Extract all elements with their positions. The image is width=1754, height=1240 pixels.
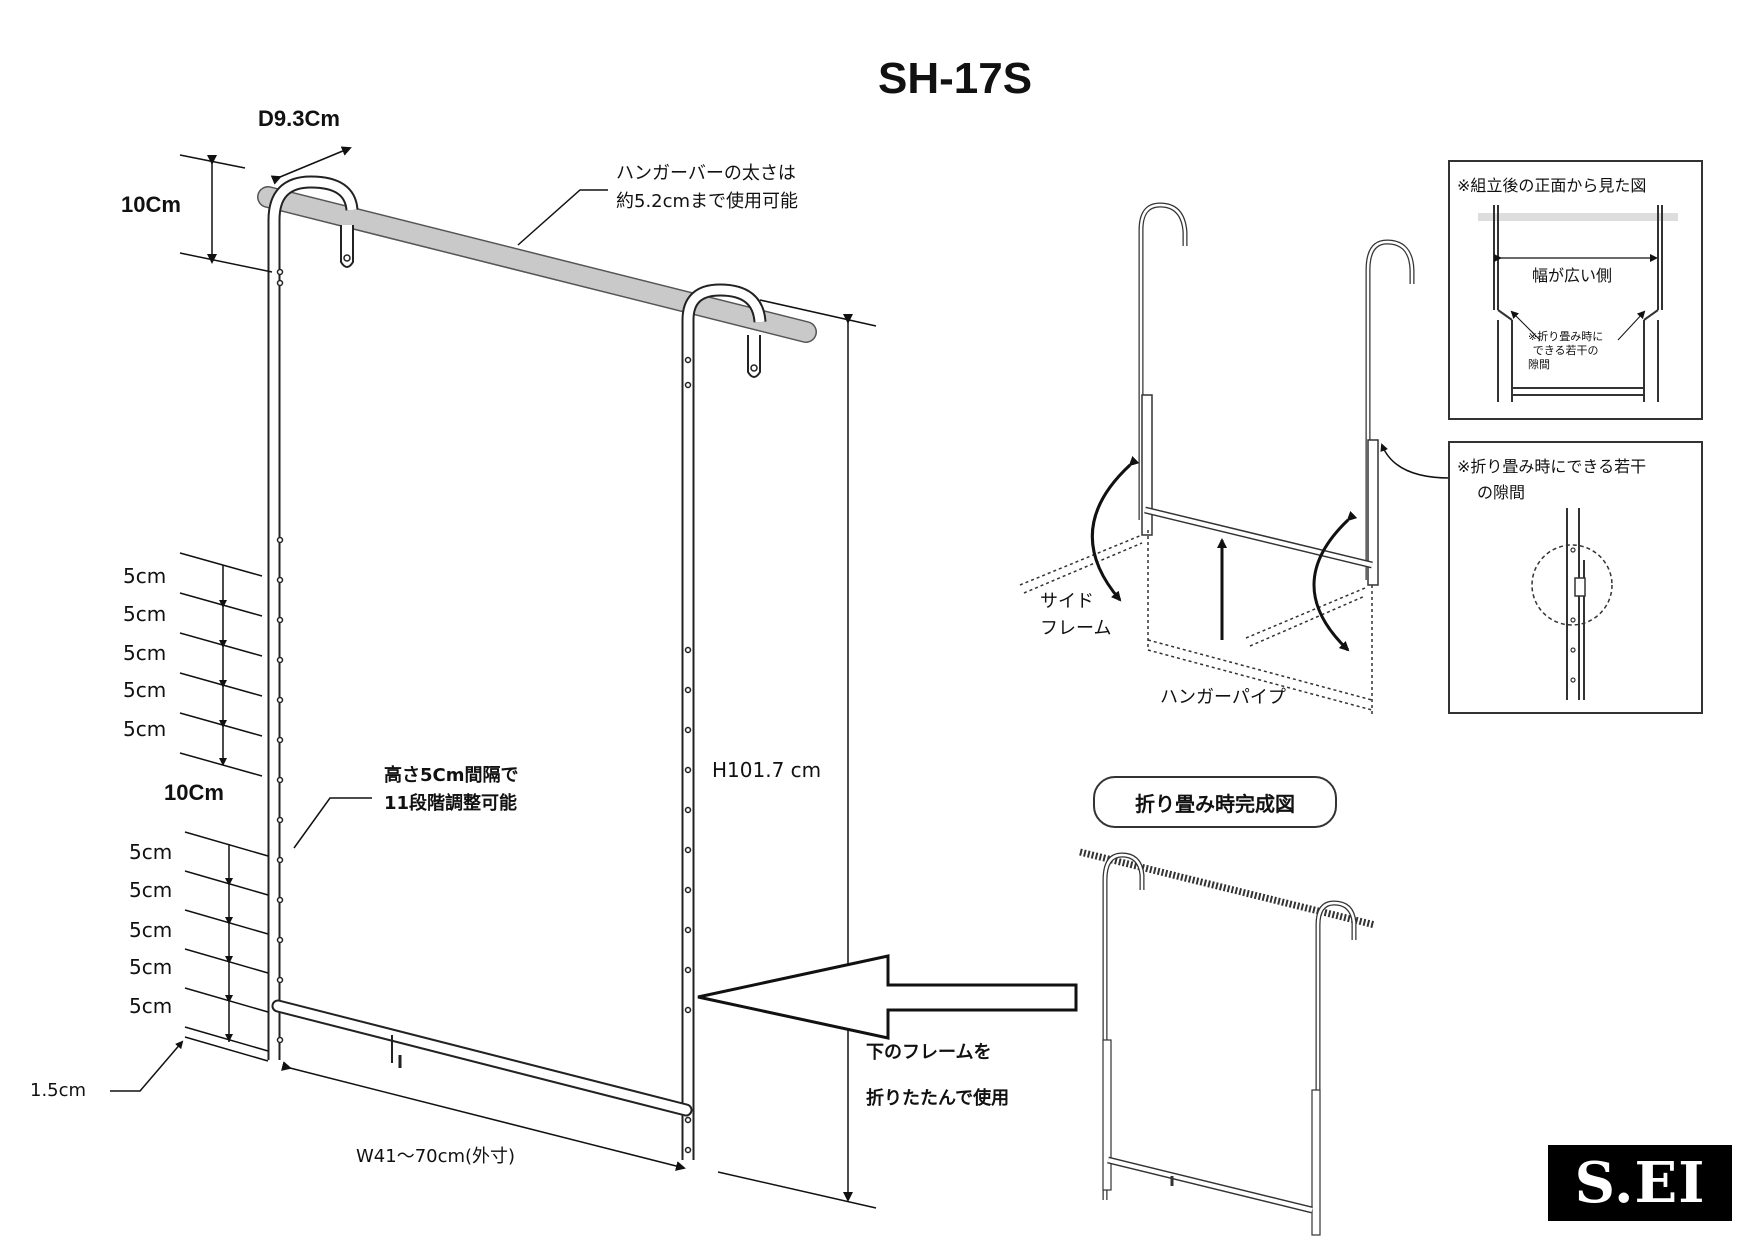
inset-gap-title-line-1: ※折り畳み時にできる若干 (1457, 457, 1647, 476)
inset-gap-frame (1448, 441, 1703, 714)
brand-logo: S.EI (1548, 1145, 1732, 1221)
bar-thickness-note: ハンガーバーの太さは 約5.2cmまで使用可能 (616, 160, 798, 216)
folded-view-badge: 折り畳み時完成図 (1093, 776, 1337, 828)
bottom-offset-label: 1.5cm (30, 1080, 87, 1101)
page-title: SH-17S (878, 54, 1033, 103)
adjust-note: 高さ5Cm間隔で 11段階調整可能 (384, 762, 519, 818)
adjust-note-line-2: 11段階調整可能 (384, 793, 518, 814)
height-label: H101.7 cm (712, 758, 822, 782)
top-height-label: 10Cm (121, 192, 181, 217)
middle-gap-label: 10Cm (164, 780, 224, 805)
step-label: 5cm (123, 678, 167, 702)
depth-label: D9.3Cm (258, 106, 340, 131)
inset-gap-note: ※折り畳み時に できる若干の 隙間 (1528, 330, 1603, 372)
inset-front-frame (1448, 160, 1703, 420)
fold-note-line-1: 下のフレームを (866, 1042, 992, 1063)
step-label: 5cm (129, 840, 173, 864)
inset-gap-title: ※折り畳み時にできる若干 の隙間 (1457, 454, 1646, 506)
step-label: 5cm (129, 918, 173, 942)
wide-side-label: 幅が広い側 (1532, 266, 1613, 285)
bar-note-line-1: ハンガーバーの太さは (616, 163, 796, 184)
inset-gap-note-line-3: 隙間 (1528, 358, 1550, 371)
side-frame-line-1: サイド (1040, 591, 1094, 612)
inset-gap-title-line-2: の隙間 (1477, 483, 1526, 502)
fold-note-line-2: 折りたたんで使用 (866, 1088, 1010, 1109)
inset-gap-note-line-1: ※折り畳み時に (1528, 330, 1604, 343)
inset-front-title: ※組立後の正面から見た図 (1457, 176, 1647, 195)
adjust-note-line-1: 高さ5Cm間隔で (384, 765, 519, 786)
fold-note: 下のフレームを 折りたたんで使用 (866, 1030, 1009, 1122)
bar-note-line-2: 約5.2cmまで使用可能 (616, 191, 799, 212)
step-label: 5cm (123, 564, 167, 588)
side-frame-line-2: フレーム (1040, 618, 1112, 639)
step-label: 5cm (129, 955, 173, 979)
main-rack (257, 175, 817, 1160)
step-label: 5cm (123, 717, 167, 741)
side-frame-label: サイド フレーム (1040, 588, 1111, 642)
step-label: 5cm (129, 878, 173, 902)
hanger-pipe-label: ハンガーパイプ (1160, 687, 1286, 708)
folding-view-drawing (1019, 202, 1451, 715)
step-label: 5cm (123, 602, 167, 626)
step-label: 5cm (129, 994, 173, 1018)
main-dimensions (110, 146, 1078, 1209)
inset-gap-note-line-2: できる若干の (1532, 344, 1599, 357)
step-label: 5cm (123, 641, 167, 665)
folded-view-drawing (1079, 848, 1376, 1236)
width-label: W41～70cm(外寸) (356, 1146, 516, 1167)
